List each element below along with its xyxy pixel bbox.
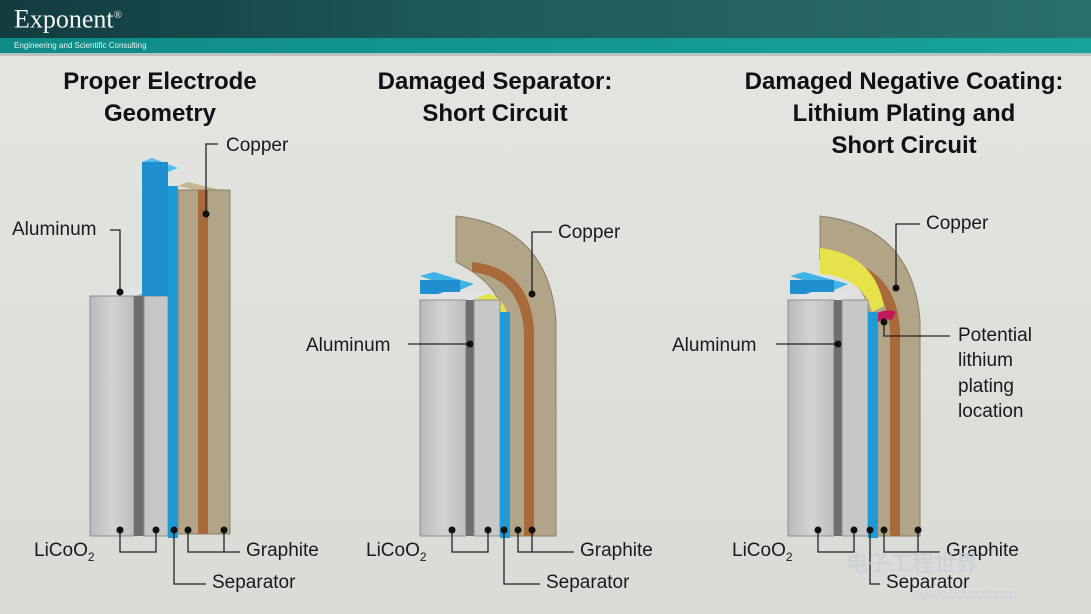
header-bar: Exponent® [0,0,1091,38]
panel-3-labels: Copper Aluminum Potential lithium platin… [672,213,1032,593]
licoo2-label: LiCoO2 [732,540,793,564]
separator-label: Separator [546,572,630,593]
licoo2-label: LiCoO2 [366,540,427,564]
aluminum-label: Aluminum [672,335,756,356]
exponent-logo: Exponent® [14,4,123,34]
copper-label: Copper [226,135,289,156]
panel-2-title: Damaged Separator:Short Circuit [377,68,613,127]
aluminum-label: Aluminum [12,219,96,240]
divider [0,53,1091,56]
plating-annotation-line-3: plating [958,376,1014,397]
licoo2-label: LiCoO2 [34,540,95,564]
graphite-label: Graphite [580,540,653,561]
panel-2-labels: Copper Aluminum LiCoO2 Graphite Separato… [306,222,653,593]
aluminum-label: Aluminum [306,335,390,356]
plating-annotation-line-2: lithium [958,350,1013,371]
graphite-label: Graphite [946,540,1019,561]
panel-1-electrode [89,158,231,538]
panel-3-electrode [787,215,921,538]
copper-label: Copper [926,213,989,234]
separator-label: Separator [212,572,296,593]
separator-label: Separator [886,572,970,593]
panel-2-electrode [419,215,557,538]
tagline-bar: Engineering and Scientific Consulting [0,38,1091,53]
copper-label: Copper [558,222,621,243]
graphite-label: Graphite [246,540,319,561]
panel-3-title: Damaged Negative Coating:Lithium Plating… [744,68,1064,159]
tagline: Engineering and Scientific Consulting [14,41,147,50]
plating-annotation-line-4: location [958,401,1024,422]
watermark-site: eeworld.com.cn [912,586,1018,603]
panel-1-labels: Copper Aluminum LiCoO2 Graphite Separato… [12,135,319,593]
plating-annotation-line-1: Potential [958,325,1032,346]
watermark-cn: 电子工程世界 [846,551,979,576]
